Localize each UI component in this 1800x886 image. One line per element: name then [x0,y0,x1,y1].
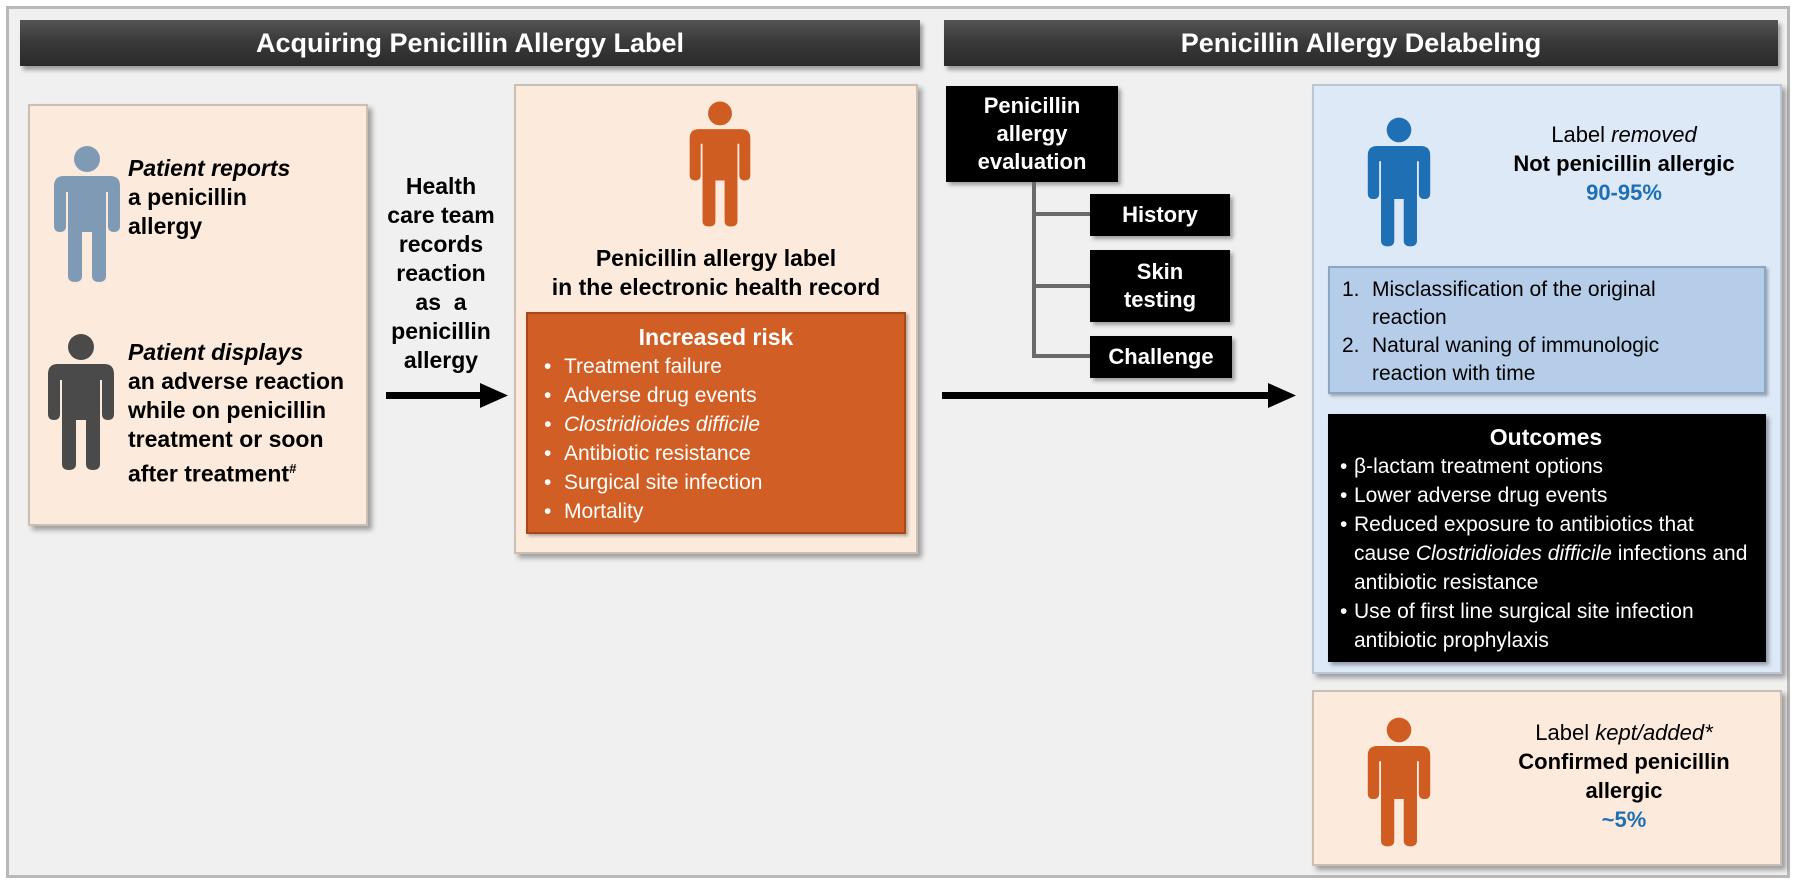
confirmed-allergic-line2: allergic [1585,778,1663,803]
label-kept-line: Label kept/added* [1474,718,1774,747]
skin-testing-line2: testing [1123,287,1197,312]
patient-panel: Patient reports a penicillin allergy Pat… [28,104,368,526]
section-header-acquiring-text: Acquiring Penicillin Allergy Label [255,27,685,58]
person-dark-gray-icon [44,334,118,470]
label-removed-line: Label removed [1474,120,1774,149]
outcome-item3-italic: Clostridioides difficile [1415,542,1612,565]
label-box-title: Penicillin allergy label in the electron… [516,244,916,302]
label-kept-panel: Label kept/added* Confirmed penicillin a… [1312,690,1782,866]
risk-item: Antibiotic resistance [542,439,904,468]
reason-line1: Misclassification of the original [1372,278,1656,301]
patient-reports-line2: a penicillin [128,184,247,210]
person-silhouette-svg [1367,117,1431,247]
arrow-right-2 [942,383,1296,408]
kept-percent: ~5% [1601,807,1647,832]
arrow-right-1 [386,383,508,408]
outcome-item: Use of first line surgical site infectio… [1338,597,1754,655]
label-kept-text: Label kept/added* Confirmed penicillin a… [1474,718,1774,834]
person-silhouette-svg [689,101,751,227]
risk-item: Adverse drug events [542,381,904,410]
outcomes-box: Outcomes β-lactam treatment options Lowe… [1328,414,1766,662]
risk-item: Surgical site infection [542,468,904,497]
risk-item: Mortality [542,497,904,526]
risk-item: Treatment failure [542,352,904,381]
arrow-text-line: records [398,231,484,257]
arrow-text-line: penicillin [391,318,491,344]
reason-item: 1. Misclassification of the original react… [1330,276,1764,332]
reasons-list: 1. Misclassification of the original react… [1330,276,1764,388]
allergy-label-panel: Penicillin allergy label in the electron… [514,84,918,554]
label-removed-prefix: Label [1551,122,1612,147]
reason-number: 1. [1342,278,1360,301]
patient-reports-line1: Patient reports [128,155,291,181]
evaluation-title-line: Penicillin [983,93,1081,118]
label-kept-prefix: Label [1535,720,1596,745]
history-label: History [1122,202,1198,227]
patient-displays-text: Patient displays an adverse reaction whi… [128,338,368,489]
arrow-text-line: reaction [396,260,486,286]
history-box: History [1090,194,1230,236]
label-removed-text: Label removed Not penicillin allergic 90… [1474,120,1774,207]
section-header-acquiring: Acquiring Penicillin Allergy Label [20,20,920,66]
reason-line1: Natural waning of immunologic [1372,334,1660,357]
outcomes-list: β-lactam treatment options Lower adverse… [1338,452,1754,655]
arrow-text-line: care team [387,202,495,228]
outcome-item: Lower adverse drug events [1338,481,1754,510]
patient-displays-line1: Patient displays [128,339,304,365]
patient-displays-line5-text: after treatment [128,460,290,487]
reason-number: 2. [1342,334,1360,357]
patient-reports-text: Patient reports a penicillin allergy [128,154,364,241]
patient-displays-line2: an adverse reaction [128,368,345,394]
person-light-blue-icon [50,146,124,282]
arrow-text-line: Health [405,173,477,199]
reasons-box: 1. Misclassification of the original react… [1328,266,1766,394]
outcome-item: Reduced exposure to antibiotics that cau… [1338,510,1754,597]
section-header-delabeling-text: Penicillin Allergy Delabeling [1180,27,1542,58]
patient-displays-line4: treatment or soon [128,426,324,452]
evaluation-tree-connectors [1032,182,1092,358]
increased-risk-title: Increased risk [638,324,794,350]
label-box-title-line2: in the electronic health record [551,274,881,300]
not-allergic-status: Not penicillin allergic [1513,151,1735,176]
evaluation-title-line: evaluation [977,149,1087,174]
section-header-delabeling: Penicillin Allergy Delabeling [944,20,1778,66]
risk-item: Clostridioides difficile [542,410,904,439]
removed-percent: 90-95% [1586,180,1662,205]
person-orange-icon [1364,714,1434,850]
label-kept-emph: kept/added* [1595,720,1713,745]
health-care-team-text: Health care team records reaction as a p… [378,172,504,375]
patient-displays-line5: after treatment# [128,454,368,489]
person-silhouette-svg [54,146,120,282]
skin-testing-line1: Skin [1136,259,1184,284]
outcome-item3-pre: Reduced exposure to antibiotics that cau… [1354,513,1694,565]
reason-line2: reaction [1372,306,1447,329]
label-removed-panel: Label removed Not penicillin allergic 90… [1312,84,1782,674]
footnote-mark: # [289,461,297,476]
risk-list: Treatment failure Adverse drug events Cl… [542,352,904,526]
challenge-label: Challenge [1108,344,1214,369]
reason-item: 2. Natural waning of immunologic reaction … [1330,332,1764,388]
patient-displays-line3: while on penicillin [128,397,327,423]
person-silhouette-svg [1367,717,1431,847]
person-silhouette-svg [48,334,114,470]
skin-testing-box: Skin testing [1090,250,1230,322]
outcome-item3-post: infections and antibiotic resistance [1354,542,1748,594]
patient-reports-line3: allergy [128,213,203,239]
arrow-text-line: as a [415,289,467,315]
evaluation-title-line: allergy [996,121,1068,146]
label-box-title-line1: Penicillin allergy label [595,245,837,271]
increased-risk-box: Increased risk Treatment failure Adverse… [526,312,906,534]
evaluation-box: Penicillin allergy evaluation [946,86,1118,182]
outcome-item: β-lactam treatment options [1338,452,1754,481]
arrow-text-line: allergy [403,347,479,373]
challenge-box: Challenge [1090,336,1232,378]
person-blue-icon [1364,114,1434,250]
reason-line2: reaction with time [1372,362,1536,385]
label-removed-emph: removed [1611,122,1697,147]
outcomes-title: Outcomes [1489,424,1603,450]
confirmed-allergic-line1: Confirmed penicillin [1518,749,1730,774]
person-orange-icon [686,96,754,232]
